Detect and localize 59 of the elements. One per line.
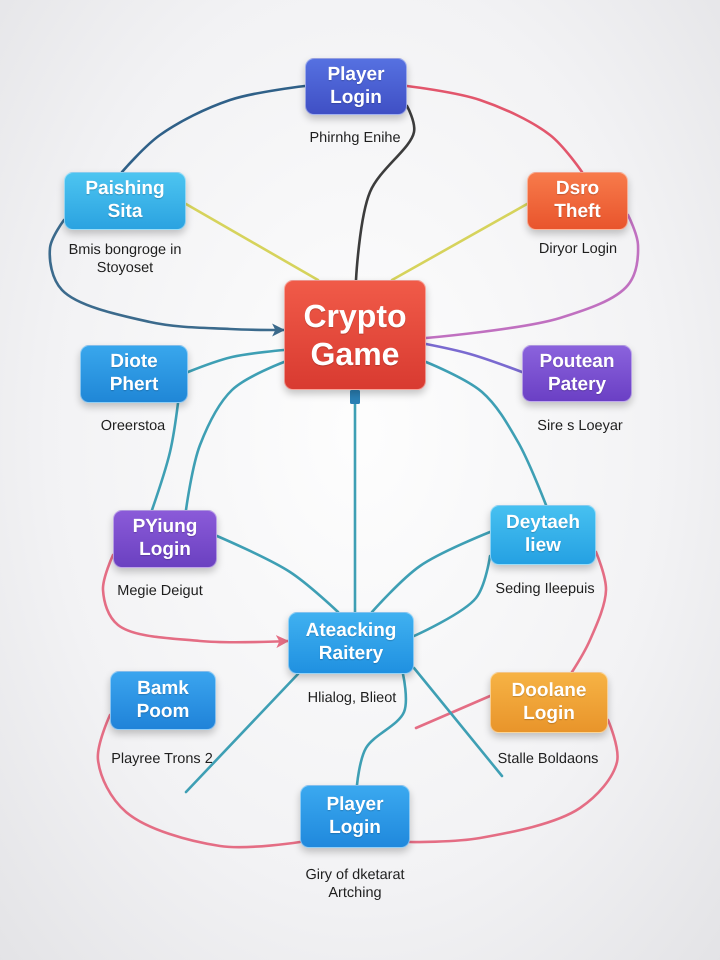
- connector-line: [216, 534, 340, 614]
- node-label: PYiung Login: [132, 516, 198, 562]
- central-box: [284, 280, 426, 390]
- connector-line: [184, 672, 300, 794]
- connector-line: [412, 666, 504, 778]
- node-caption: Bmis bongroge in Stoyoset: [68, 241, 182, 277]
- process-box: [490, 672, 608, 733]
- node-caption: Giry of dketarat Artching: [304, 866, 406, 902]
- process-box: [522, 345, 632, 402]
- connector-line: [414, 694, 492, 730]
- node-caption: Playree Trons 2: [111, 750, 213, 768]
- node-caption: Diryor Login: [538, 240, 618, 258]
- node-label: Ateacking Raitery: [306, 620, 396, 666]
- node-label: Crypto Game: [303, 296, 407, 374]
- node-label: Player Login: [326, 794, 384, 840]
- node-caption: Stalle Boldaons: [498, 750, 598, 768]
- node-caption: Oreerstoa: [100, 417, 166, 435]
- connector-line: [350, 388, 360, 614]
- node-caption: Seding Ileepuis: [495, 580, 595, 598]
- node-caption: Megie Deigut: [117, 582, 203, 600]
- node-label: Diote Phert: [110, 351, 158, 397]
- node-label: Dsro Theft: [554, 178, 601, 224]
- connector-line: [424, 214, 640, 340]
- process-box: [527, 172, 628, 230]
- process-box: [64, 172, 186, 230]
- connector-line: [408, 718, 619, 844]
- node-label: Poutean Patery: [540, 350, 614, 396]
- connector-line: [184, 360, 286, 512]
- connector-line: [370, 530, 492, 614]
- connector-line: [354, 104, 416, 282]
- connector-line: [96, 714, 302, 848]
- process-box: [80, 345, 188, 403]
- arrow: [102, 554, 290, 648]
- node-label: Paishing Sita: [85, 178, 165, 224]
- node-label: Bamk Poom: [136, 678, 190, 724]
- node-caption: Sire s Loeyar: [537, 417, 623, 435]
- connector-line: [412, 554, 492, 638]
- connector-line: [186, 348, 286, 374]
- connector-line: [120, 84, 306, 174]
- connector-line: [424, 360, 548, 506]
- connector-line: [406, 84, 584, 174]
- node-caption: Hlialog, Blieot: [308, 689, 396, 707]
- process-box: [113, 510, 217, 568]
- connector-line: [184, 202, 320, 282]
- connector-line: [356, 672, 408, 786]
- connector-line: [150, 402, 180, 512]
- arrow: [48, 218, 286, 336]
- node-label: Doolane Login: [512, 680, 586, 726]
- node-caption: Phirnhg Enihe: [309, 129, 401, 147]
- process-box: [305, 58, 407, 115]
- process-box: [490, 505, 596, 565]
- process-box: [288, 612, 414, 674]
- connector-line: [390, 202, 528, 282]
- node-label: Deytaeh liew: [506, 512, 580, 558]
- node-label: Player Login: [327, 64, 385, 110]
- process-box: [300, 785, 410, 848]
- connector-line: [570, 550, 608, 674]
- process-box: [110, 671, 216, 730]
- connector-line: [424, 342, 524, 374]
